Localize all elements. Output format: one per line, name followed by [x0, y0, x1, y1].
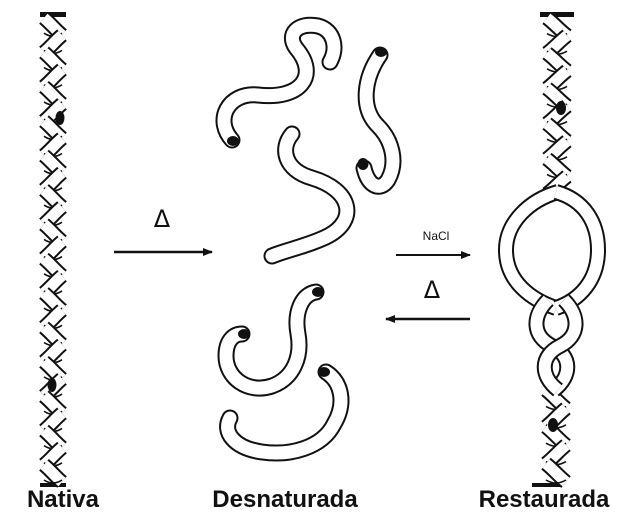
- denatured-strand-4: [226, 287, 324, 388]
- arrow-nacl-label: NaCl: [423, 229, 450, 243]
- restored-strand-end-mark: [556, 101, 566, 115]
- arrow-heat-denature: Δ: [114, 205, 212, 252]
- label-native: Nativa: [8, 486, 118, 514]
- native-dna-helix: [40, 12, 66, 487]
- denatured-strand-3: [272, 134, 347, 256]
- denatured-strand-1: [224, 25, 334, 146]
- restored-dna-helix: [506, 12, 598, 487]
- native-strand-end-mark: [56, 111, 65, 125]
- label-restored: Restaurada: [470, 486, 618, 514]
- arrow-delta-label: Δ: [154, 205, 171, 233]
- denatured-strands: [224, 25, 393, 453]
- rope-strand-segment: [44, 465, 62, 482]
- rope-strand-segment: [546, 464, 566, 482]
- label-denatured: Desnaturada: [190, 486, 380, 514]
- arrow-heat-reverse: Δ: [386, 276, 470, 319]
- native-strand-end-mark: [48, 378, 57, 392]
- restored-partial-bubble: [506, 192, 598, 390]
- arrow-delta-reverse-label: Δ: [424, 276, 441, 304]
- restored-strand-end-mark: [548, 418, 558, 432]
- arrow-nacl-renature: NaCl: [396, 229, 470, 255]
- denatured-strand-2: [358, 47, 393, 186]
